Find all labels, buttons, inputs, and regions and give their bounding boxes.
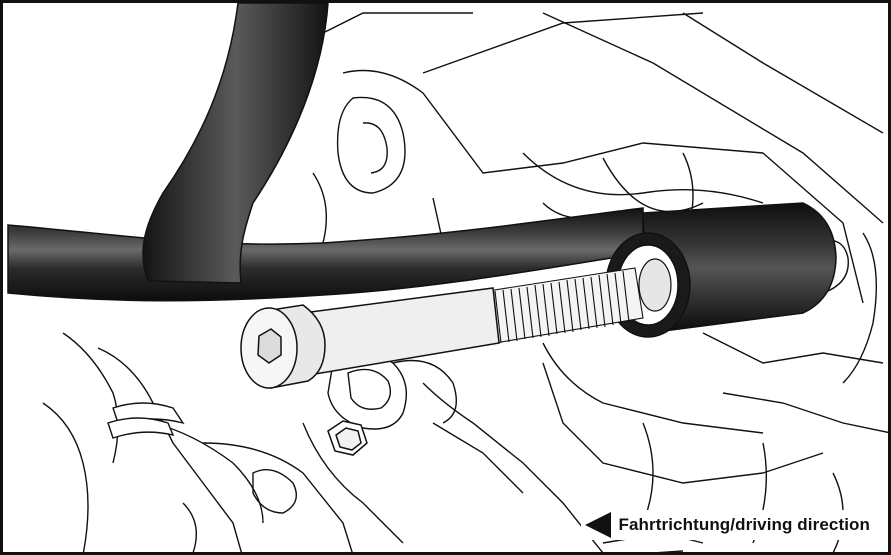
driving-direction-caption: Fahrtrichtung/driving direction — [580, 510, 874, 540]
socket-head-cap — [240, 304, 326, 389]
driving-direction-label: Fahrtrichtung/driving direction — [618, 515, 870, 534]
spacer-sleeve — [605, 202, 837, 338]
left-triangle-arrow-icon — [584, 512, 611, 538]
hex-bolt-head — [327, 420, 368, 456]
bolt-thread — [487, 267, 644, 344]
crash-bar-arch — [142, 3, 329, 284]
hose-clamp — [107, 402, 185, 439]
assembly-drawing — [7, 3, 888, 552]
